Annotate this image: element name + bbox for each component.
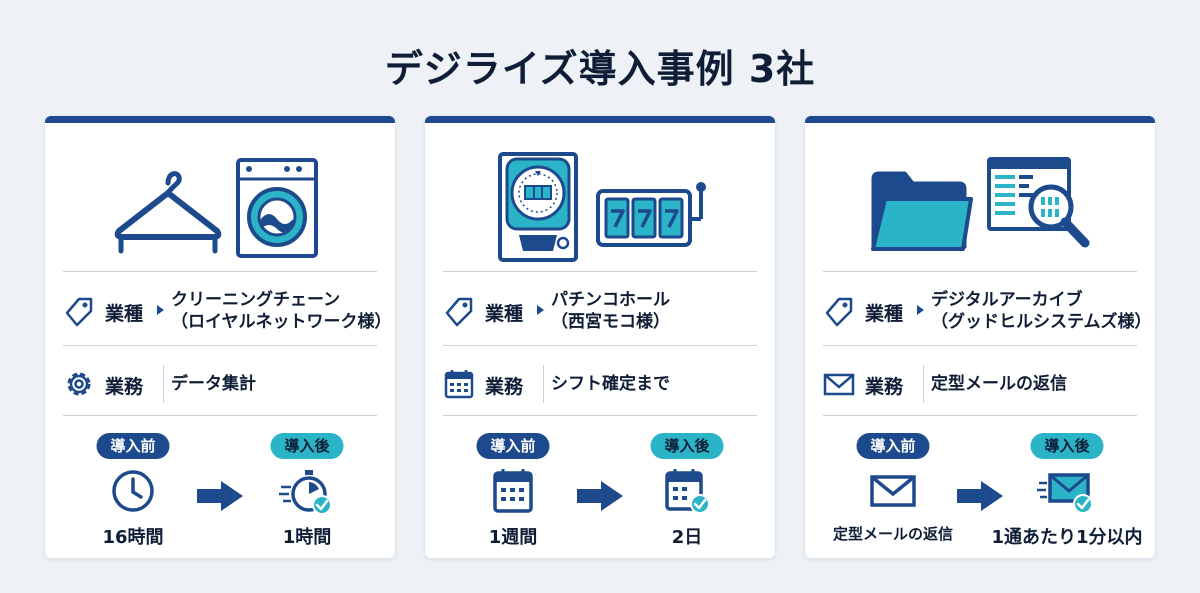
before-badge: 導入前 bbox=[96, 433, 170, 459]
client-name: （ロイヤルネットワーク様） bbox=[171, 312, 392, 332]
tag-icon bbox=[65, 297, 93, 327]
binary-search-icon bbox=[987, 157, 1090, 248]
clock-icon bbox=[112, 470, 154, 512]
task-label: 業務 bbox=[485, 376, 524, 398]
industry-name: デジタルアーカイブ bbox=[931, 290, 1083, 310]
industry-row: 業種 クリーニングチェーン （ロイヤルネットワーク様） bbox=[63, 281, 392, 341]
after-value: 1通あたり1分以内 bbox=[991, 527, 1143, 548]
task-row: 業務 データ集計 bbox=[63, 355, 377, 413]
pachinko-machine-icon bbox=[498, 152, 578, 262]
industry-name: クリーニングチェーン bbox=[171, 290, 341, 310]
client-name: （西宮モコ様） bbox=[551, 312, 670, 332]
divider bbox=[443, 271, 757, 272]
pointer-icon bbox=[917, 305, 924, 315]
pointer-icon bbox=[157, 305, 164, 315]
envelope-icon bbox=[823, 373, 855, 396]
before-value: 定型メールの返信 bbox=[832, 525, 954, 543]
industry-label: 業種 bbox=[105, 303, 144, 325]
task-row: 業務 定型メールの返信 bbox=[823, 355, 1137, 413]
divider bbox=[823, 345, 1137, 346]
divider bbox=[823, 415, 1137, 416]
separator bbox=[543, 365, 544, 403]
industry-value: デジタルアーカイブ （グッドヒルシステムズ様） bbox=[931, 289, 1152, 333]
case-card-cleaning: 業種 クリーニングチェーン （ロイヤルネットワーク様） 業務 データ集計 導入前… bbox=[45, 116, 395, 558]
industry-row: 業種 パチンコホール （西宮モコ様） bbox=[443, 281, 757, 341]
envelope-check-icon bbox=[1037, 473, 1093, 514]
tag-icon bbox=[825, 297, 853, 327]
industry-value: クリーニングチェーン （ロイヤルネットワーク様） bbox=[171, 289, 392, 333]
case-card-archive: 業種 デジタルアーカイブ （グッドヒルシステムズ様） 業務 定型メールの返信 導… bbox=[805, 116, 1155, 558]
divider bbox=[823, 271, 1137, 272]
hero-illustration bbox=[45, 141, 395, 271]
separator bbox=[923, 365, 924, 403]
industry-value: パチンコホール （西宮モコ様） bbox=[551, 289, 670, 333]
divider bbox=[443, 415, 757, 416]
task-value: シフト確定まで bbox=[551, 374, 670, 394]
separator bbox=[163, 365, 164, 403]
divider bbox=[63, 415, 377, 416]
task-label: 業務 bbox=[865, 376, 904, 398]
pointer-icon bbox=[537, 305, 544, 315]
tag-icon bbox=[445, 297, 473, 327]
envelope-icon bbox=[870, 475, 916, 507]
arrow-right-icon bbox=[957, 481, 1003, 511]
arrow-right-icon bbox=[197, 481, 243, 511]
before-badge: 導入前 bbox=[476, 433, 550, 459]
calendar-check-icon bbox=[665, 469, 710, 514]
arrow-right-icon bbox=[577, 481, 623, 511]
folder-icon bbox=[871, 171, 973, 251]
industry-name: パチンコホール bbox=[551, 290, 670, 310]
after-badge: 導入後 bbox=[270, 433, 344, 459]
washing-machine-icon bbox=[236, 158, 318, 258]
divider bbox=[63, 271, 377, 272]
after-badge: 導入後 bbox=[650, 433, 724, 459]
hero-illustration bbox=[805, 141, 1155, 271]
task-label: 業務 bbox=[105, 376, 144, 398]
hanger-icon bbox=[114, 171, 222, 254]
industry-label: 業種 bbox=[485, 303, 524, 325]
case-card-pachinko: 業種 パチンコホール （西宮モコ様） 業務 シフト確定まで 導入前 導入後 bbox=[425, 116, 775, 558]
after-badge: 導入後 bbox=[1030, 433, 1104, 459]
before-badge: 導入前 bbox=[856, 433, 930, 459]
industry-label: 業種 bbox=[865, 303, 904, 325]
client-name: （グッドヒルシステムズ様） bbox=[931, 312, 1152, 332]
calendar-icon bbox=[493, 469, 533, 513]
stopwatch-check-icon bbox=[279, 470, 332, 515]
divider bbox=[63, 345, 377, 346]
after-value: 2日 bbox=[671, 527, 703, 548]
task-row: 業務 シフト確定まで bbox=[443, 355, 757, 413]
task-value: 定型メールの返信 bbox=[931, 374, 1067, 394]
calendar-icon bbox=[444, 370, 474, 399]
divider bbox=[443, 345, 757, 346]
slot-machine-icon bbox=[596, 182, 706, 247]
before-value: 16時間 bbox=[102, 527, 164, 548]
task-value: データ集計 bbox=[171, 374, 256, 394]
after-value: 1時間 bbox=[282, 527, 332, 548]
hero-illustration bbox=[425, 141, 775, 271]
gear-icon bbox=[67, 372, 91, 396]
industry-row: 業種 デジタルアーカイブ （グッドヒルシステムズ様） bbox=[823, 281, 1152, 341]
page-title: デジライズ導入事例 3社 bbox=[384, 47, 816, 91]
before-value: 1週間 bbox=[488, 527, 538, 548]
